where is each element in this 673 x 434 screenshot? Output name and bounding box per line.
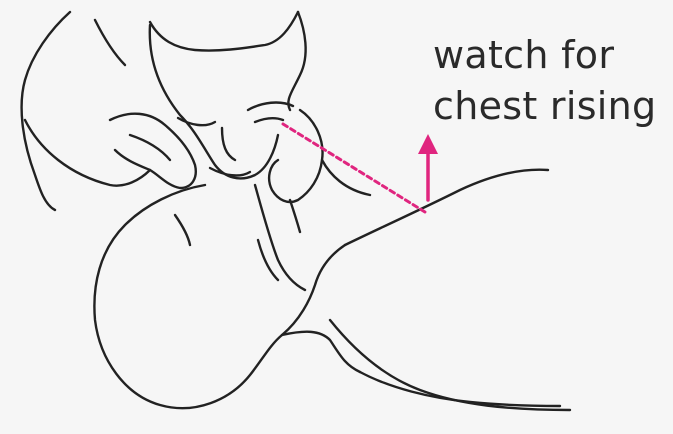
rescuer-head xyxy=(150,12,298,51)
caption-line-1: watch for xyxy=(433,30,656,81)
rescuer-nose xyxy=(222,128,235,160)
rescuer-face xyxy=(150,25,278,178)
patient-head xyxy=(94,185,282,408)
rescuer-back xyxy=(22,12,70,210)
rescuer-upper-arm xyxy=(95,20,125,65)
rescuer-figure xyxy=(22,12,370,232)
rescuer-left-fingers xyxy=(130,135,170,160)
rescuer-left-hand xyxy=(110,114,196,188)
patient-body-edge xyxy=(360,372,560,406)
rescuer-right-finger xyxy=(290,200,300,232)
rescuer-ear xyxy=(288,12,305,110)
patient-body-lower xyxy=(330,320,570,410)
rescuer-brow xyxy=(248,103,293,110)
patient-figure xyxy=(94,170,570,410)
rescuer-right-arm xyxy=(322,160,370,195)
caption-line-2: chest rising xyxy=(433,81,656,132)
sightline-dashed xyxy=(283,124,425,212)
rescuer-mouth xyxy=(210,168,250,175)
patient-shoulder-line xyxy=(282,332,360,372)
caption: watch for chest rising xyxy=(433,30,656,132)
rescuer-right-hand xyxy=(269,110,322,202)
patient-jaw xyxy=(258,240,278,280)
up-arrow-icon xyxy=(418,134,438,200)
rescuer-eye-right xyxy=(255,118,283,122)
rescuer-left-arm xyxy=(25,120,150,186)
patient-neck xyxy=(282,245,345,335)
patient-ear xyxy=(175,215,190,245)
